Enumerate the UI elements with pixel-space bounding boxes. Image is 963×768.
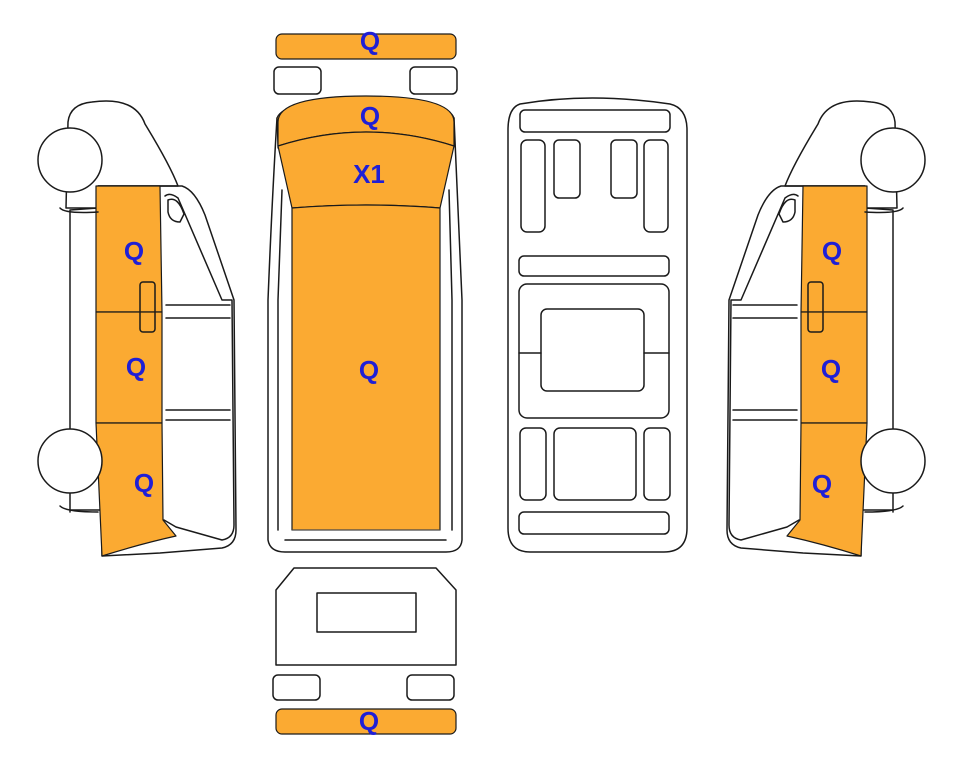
right-wheel-front: [860, 127, 926, 193]
rear-body-outline: [275, 567, 457, 666]
mark-left-rear: Q: [134, 468, 154, 498]
rear-window: [316, 592, 417, 633]
roof-panel[interactable]: [291, 204, 441, 531]
underside-view: [507, 97, 688, 553]
mark-left-front: Q: [124, 236, 144, 266]
mark-right-middle: Q: [821, 354, 841, 384]
taillight-left: [272, 674, 321, 701]
headlight-left: [273, 66, 322, 95]
damage-marks: Q Q X1 Q Q Q Q Q Q Q Q: [124, 26, 842, 736]
left-side-view: [37, 100, 237, 557]
mark-roof: Q: [359, 355, 379, 385]
underside-outline: [507, 97, 688, 553]
front-bumper[interactable]: [275, 33, 457, 60]
mark-left-middle: Q: [126, 352, 146, 382]
mark-hood: Q: [360, 101, 380, 131]
mark-right-front: Q: [822, 236, 842, 266]
headlight-right: [409, 66, 458, 95]
left-door-handle[interactable]: [139, 281, 156, 333]
top-body-outline: [267, 117, 463, 553]
left-wheel-front: [37, 127, 103, 193]
right-panel-rear[interactable]: [786, 422, 868, 557]
left-cab-outline: [65, 100, 179, 209]
left-panel-rear[interactable]: [95, 422, 177, 557]
top-view: [267, 33, 463, 553]
left-wheel-rear: [37, 428, 103, 494]
rear-bumper[interactable]: [275, 708, 457, 735]
right-door-handle[interactable]: [807, 281, 824, 333]
mark-right-rear: Q: [812, 469, 832, 499]
right-wheel-rear: [860, 428, 926, 494]
rear-view: [272, 567, 457, 735]
mark-rear-bumper: Q: [359, 706, 379, 736]
right-side-view: [726, 100, 926, 557]
mark-front-bumper: Q: [360, 26, 380, 56]
taillight-right: [406, 674, 455, 701]
mark-windshield: X1: [353, 159, 385, 189]
